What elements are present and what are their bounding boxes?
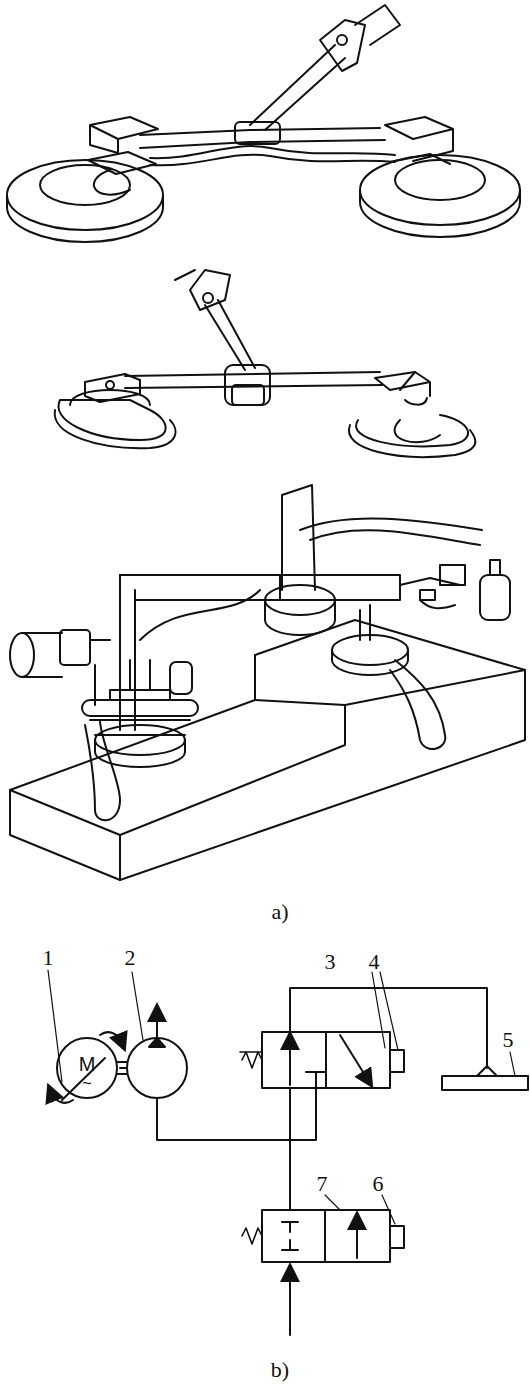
suction-pad — [442, 1076, 528, 1090]
shutoff-valve — [262, 1210, 390, 1262]
callout-number: 2 — [125, 947, 136, 969]
pneumatic-schematic — [48, 970, 528, 1335]
solenoid — [390, 1050, 404, 1072]
figure-label: b) — [271, 1359, 289, 1381]
callout-number: 7 — [317, 1173, 328, 1195]
figure-label: a) — [271, 901, 288, 923]
suction-lifter-2 — [55, 270, 476, 457]
callout-number: 4 — [369, 951, 380, 973]
callout-number: 3 — [325, 951, 336, 973]
vacuum-pump-symbol — [127, 1038, 187, 1098]
callout-number: 1 — [43, 947, 54, 969]
callout-number: 5 — [503, 1029, 514, 1051]
spring — [242, 1052, 262, 1068]
motor-ac-sign: ~ — [82, 1076, 91, 1092]
directional-valve — [262, 1032, 390, 1088]
motor-symbol — [57, 1038, 117, 1098]
suction-gripper-on-workpiece — [10, 485, 525, 880]
motor-letter: M — [79, 1054, 96, 1074]
suction-lifter-1 — [7, 5, 520, 242]
callout-number: 6 — [373, 1173, 384, 1195]
